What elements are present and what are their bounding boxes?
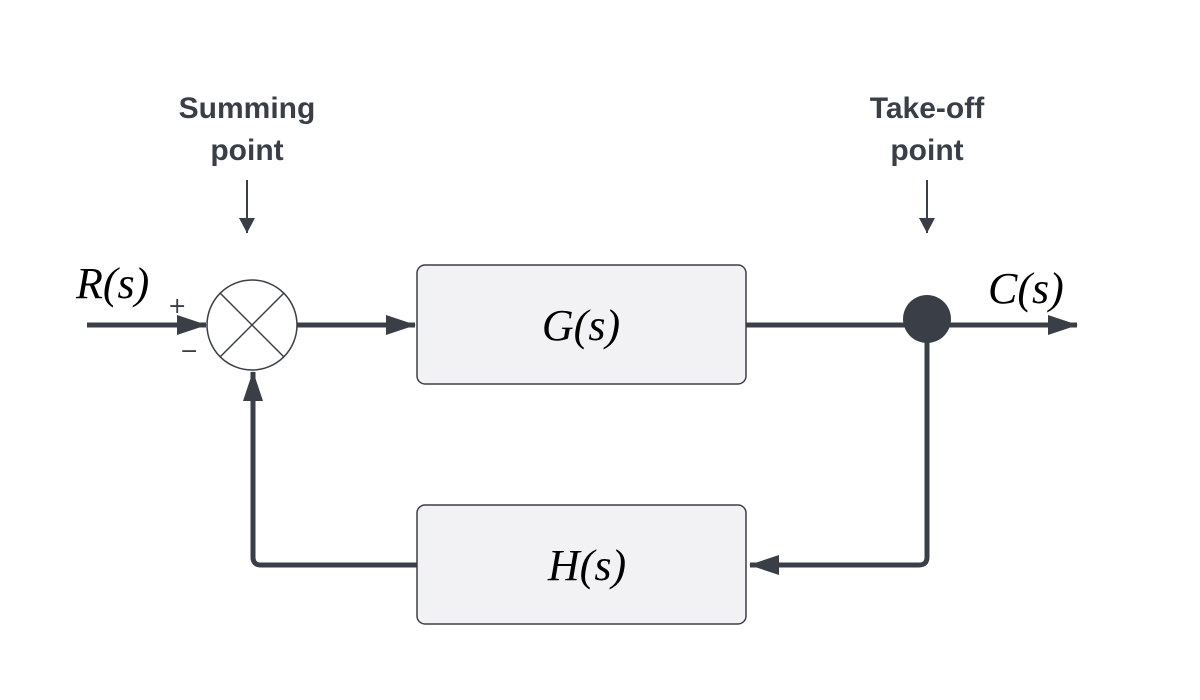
takeoff-point-label-line1: Take-off [870, 92, 985, 125]
takeoff-point-label-line2: point [890, 134, 963, 167]
summing-point-label-line2: point [210, 134, 283, 167]
summing-junction [206, 279, 298, 371]
feedback-block-label: H(s) [547, 541, 626, 590]
h-to-junction-arrow [243, 371, 417, 568]
summing-point-label-line1: Summing [179, 92, 316, 125]
input-signal-label: R(s) [75, 259, 149, 308]
minus-sign: − [180, 339, 198, 364]
plus-sign: + [168, 294, 186, 319]
output-signal-label: C(s) [988, 264, 1064, 313]
takeoff-point-dot [903, 295, 951, 343]
feedback-to-h-arrow [749, 325, 930, 575]
forward-block-label: G(s) [542, 301, 620, 350]
